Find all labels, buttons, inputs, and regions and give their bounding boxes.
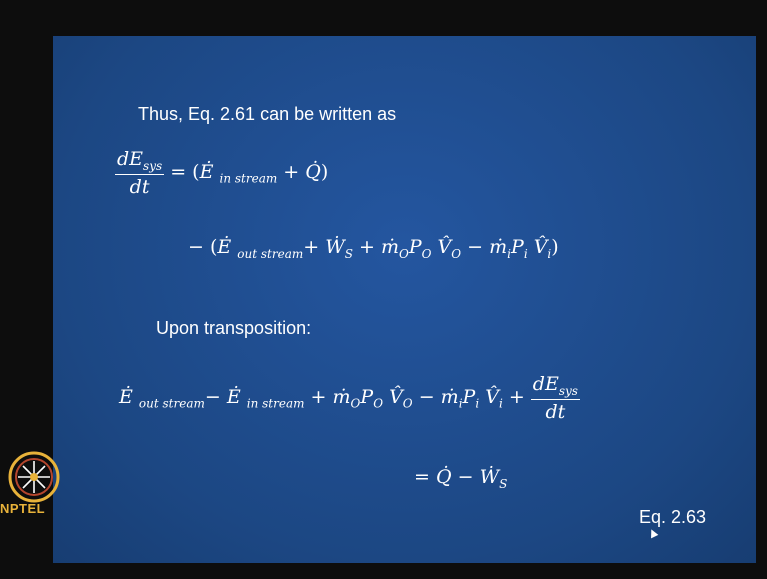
nptel-logo-icon [8,451,60,503]
transposition-text: Upon transposition: [156,318,312,338]
equation-line-3: Ė out stream− Ė in stream + ṁOPO V̂O − ṁ… [119,373,580,423]
equation-label: Eq. 2.63 [639,507,707,527]
nptel-logo-text: NPTEL [0,501,46,516]
equation-line-4: = Q̇ − ẆS [414,466,508,491]
mouse-cursor-icon [647,527,659,539]
intro-text: Thus, Eq. 2.61 can be written as [138,104,397,124]
equation-line-2: − (Ė out stream+ ẆS + ṁOPO V̂O − ṁiPi V̂… [188,236,559,261]
